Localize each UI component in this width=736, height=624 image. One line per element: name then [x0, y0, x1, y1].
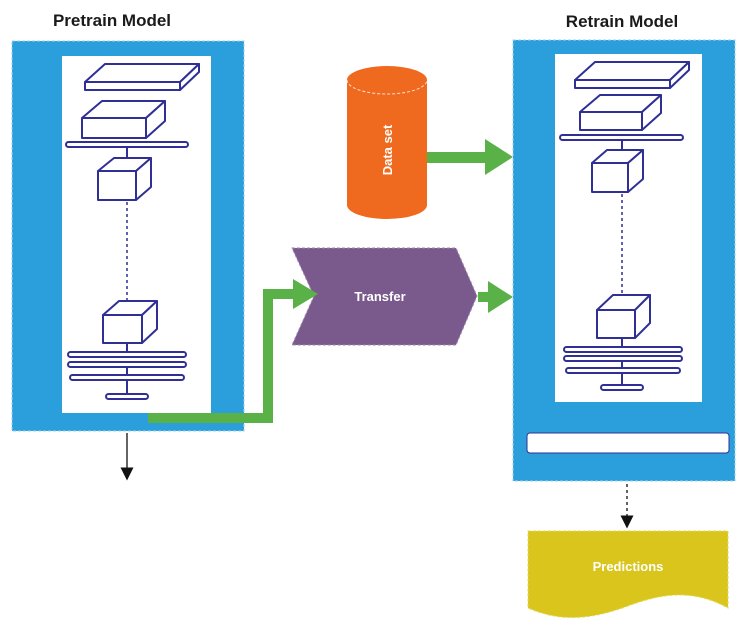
transfer-to-retrain-arrow — [478, 281, 513, 313]
transfer-label: Transfer — [354, 289, 405, 304]
transfer-shape: Transfer — [291, 247, 478, 346]
retrain-model-title: Retrain Model — [566, 12, 678, 31]
dataset-to-retrain-arrow — [427, 139, 513, 175]
pretrain-model-panel — [11, 40, 245, 432]
retrain-output-layer-box — [526, 432, 730, 454]
predictions-label: Predictions — [593, 559, 664, 574]
pretrain-to-transfer-arrow — [148, 279, 318, 423]
predictions-document: Predictions — [527, 530, 729, 619]
pretrain-model-title: Pretrain Model — [53, 11, 171, 30]
dataset-label: Data set — [380, 124, 395, 175]
retrain-model-panel — [512, 39, 736, 482]
pretrain-network-icon — [65, 63, 200, 400]
retrain-network-icon — [559, 61, 690, 391]
dataset-cylinder: Data set — [346, 66, 428, 219]
